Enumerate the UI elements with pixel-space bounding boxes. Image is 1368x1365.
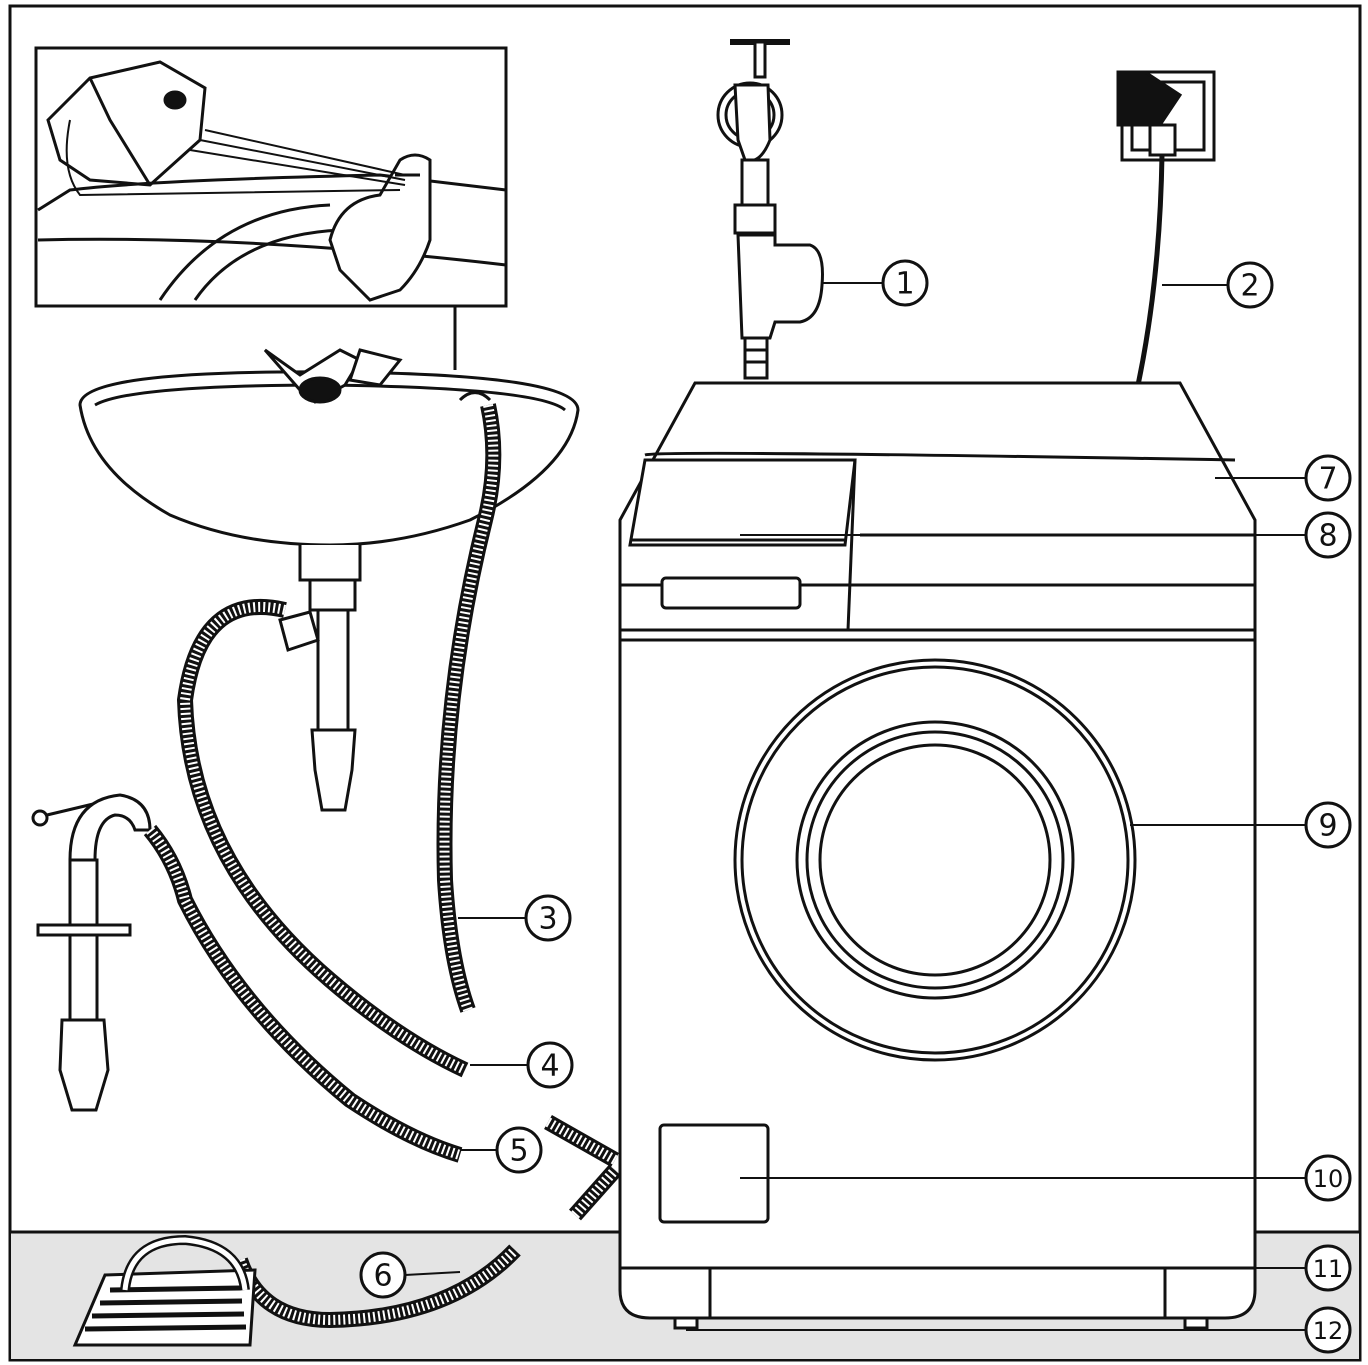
callout-8-label: 8 (1318, 519, 1337, 554)
hoses (143, 391, 621, 1329)
inset-detail-box (34, 46, 508, 370)
callout-11-label: 11 (1313, 1255, 1344, 1283)
water-tap (716, 39, 824, 380)
leader-lines (404, 282, 1305, 1331)
callout-11: 11 (1304, 1244, 1352, 1292)
callout-2-label: 2 (1240, 269, 1259, 304)
callout-1: 1 (881, 259, 929, 307)
callout-1-label: 1 (895, 267, 914, 302)
standpipe (31, 793, 152, 1112)
callout-7: 7 (1304, 454, 1352, 502)
callout-3: 3 (524, 894, 572, 942)
callout-5-label: 5 (509, 1134, 528, 1169)
callout-5: 5 (495, 1126, 543, 1174)
callouts: 1 2 3 4 5 6 7 8 (359, 259, 1352, 1354)
floor-drain (72, 1234, 257, 1347)
callout-10-label: 10 (1313, 1165, 1344, 1193)
callout-3-label: 3 (538, 902, 557, 937)
callout-9: 9 (1304, 801, 1352, 849)
callout-4-label: 4 (540, 1049, 559, 1084)
callout-2: 2 (1226, 261, 1274, 309)
callout-10: 10 (1304, 1154, 1352, 1202)
callout-12: 12 (1304, 1306, 1352, 1354)
wall-socket (1116, 70, 1216, 386)
callout-6-label: 6 (373, 1259, 392, 1294)
callout-7-label: 7 (1318, 462, 1337, 497)
callout-4: 4 (526, 1041, 574, 1089)
callout-6: 6 (359, 1251, 407, 1299)
callout-12-label: 12 (1313, 1317, 1344, 1345)
wash-basin (78, 348, 580, 812)
washing-machine (618, 381, 1257, 1330)
callout-8: 8 (1304, 511, 1352, 559)
callout-9-label: 9 (1318, 809, 1337, 844)
